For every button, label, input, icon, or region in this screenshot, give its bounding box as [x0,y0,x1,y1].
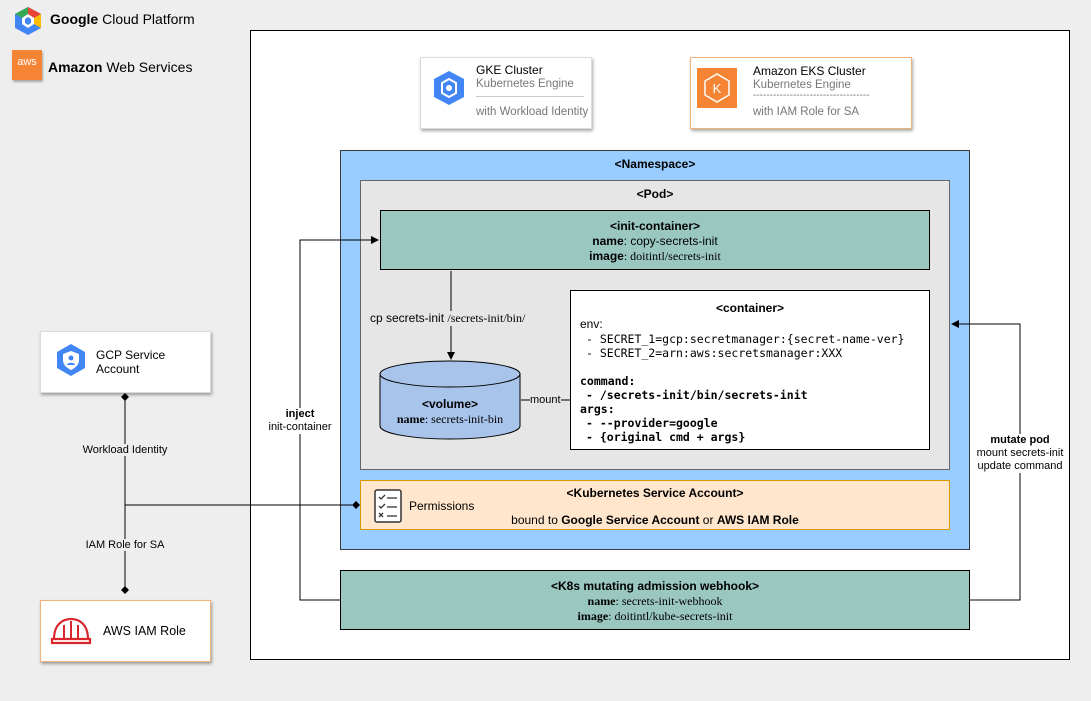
service-account-shield-icon [57,344,85,376]
volume-name-key: name [396,412,425,426]
command-line-1: - /secrets-init/bin/secrets-init [586,388,808,402]
eks-subtitle: Kubernetes Engine [753,79,851,91]
inject-edge-label: inject init-container [262,408,338,434]
mutate-edge-label: mutate pod mount secrets-init update com… [972,434,1068,473]
init-container-name-row: name: copy-secrets-init [381,234,929,249]
mount-edge-label: mount [530,394,561,406]
mutate-label-line2: mount secrets-init [976,447,1064,459]
init-container-label: <init-container> [609,219,701,233]
volume-cylinder [379,360,521,440]
command-label: command: [580,374,636,388]
mutating-webhook-box: <K8s mutating admission webhook> name: s… [340,570,970,630]
volume-label: <volume> [421,397,479,411]
kubernetes-engine-icon [434,71,464,105]
aws-legend-rest: Web Services [106,59,193,75]
aws-iam-role-card: AWS IAM Role [40,600,211,662]
args-label: args: [580,402,615,416]
iam-role-sa-label: IAM Role for SA [75,539,175,551]
gke-divider [476,96,584,97]
aws-logo-icon: aws [12,50,42,80]
copy-edge-label: cp secrets-init /secrets-init/bin/ [370,311,526,326]
env-label: env: [580,317,603,331]
aws-logo-text: aws [17,56,37,68]
init-image-key: image [589,249,624,263]
gcp-sa-line1: GCP Service [96,348,166,362]
ksa-label: <Kubernetes Service Account> [566,486,744,500]
copy-edge-path: /secrets-init/bin/ [447,311,526,325]
inject-label-bold: inject [285,408,315,420]
gke-title: GKE Cluster [476,63,543,77]
volume-text: <volume> name: secrets-init-bin [380,397,520,427]
gke-cluster-card: GKE Cluster Kubernetes Engine with Workl… [420,57,592,129]
args-line-2: - {original cmd + args} [586,430,746,444]
volume-name-value: : secrets-init-bin [424,412,504,426]
ksa-bound-row: bound to Google Service Account or AWS I… [361,513,949,527]
aws-iam-role-label: AWS IAM Role [103,624,186,638]
init-container-box: <init-container> name: copy-secrets-init… [380,210,930,270]
gcp-legend-rest: Cloud Platform [102,11,195,27]
pod-label: <Pod> [636,187,674,201]
eks-cluster-card: K Amazon EKS Cluster Kubernetes Engine -… [690,57,912,129]
gcp-sa-line2: Account [96,362,140,376]
init-name-key: name [592,234,624,248]
copy-edge-prefix: cp secrets-init [370,311,448,325]
namespace-label: <Namespace> [614,157,696,171]
workload-identity-label: Workload Identity [75,444,175,456]
ksa-or: or [699,513,717,527]
container-box: <container> env: - SECRET_1=gcp:secretma… [570,290,930,450]
eks-title: Amazon EKS Cluster [753,64,866,78]
aws-brand: Amazon [48,59,103,75]
webhook-label: <K8s mutating admission webhook> [550,579,760,593]
ksa-permissions-label: Permissions [409,499,475,513]
ksa-bound-prefix: bound to [511,513,562,527]
env-line-1: - SECRET_1=gcp:secretmanager:{secret-nam… [586,332,905,346]
eks-icon: K [697,68,737,108]
gcp-legend-label: Google Cloud Platform [50,11,195,27]
permissions-checklist-icon [374,489,402,523]
gke-subtitle: Kubernetes Engine [476,78,574,90]
init-container-image-row: image: doitintl/secrets-init [381,249,929,264]
args-line-1: - --provider=google [586,416,718,430]
eks-icon-letter: K [713,81,722,96]
init-image-value: : doitintl/secrets-init [623,249,721,263]
webhook-name-value: : secrets-init-webhook [615,594,723,608]
inject-label-rest: init-container [268,421,332,433]
mutate-label-bold: mutate pod [990,434,1050,446]
env-line-2: - SECRET_2=arn:aws:secretsmanager:XXX [586,346,843,360]
webhook-image-value: : doitintl/kube-secrets-init [608,609,733,623]
gcp-service-account-card: GCP Service Account [40,331,211,393]
ksa-aws-role: AWS IAM Role [716,513,799,527]
gke-note: with Workload Identity [476,106,589,118]
aws-legend-label: Amazon Web Services [48,59,192,75]
container-label: <container> [715,301,785,315]
iam-role-helmet-icon [50,617,92,645]
kubernetes-service-account-box: <Kubernetes Service Account> Permissions… [360,480,950,530]
init-name-value: : copy-secrets-init [623,234,718,248]
container-spec: env: - SECRET_1=gcp:secretmanager:{secre… [580,317,905,444]
webhook-image-key: image [577,609,609,623]
eks-hexagon-icon: K [704,73,730,103]
gcp-brand: Google [50,11,99,27]
webhook-name-key: name [587,594,616,608]
eks-divider: ----------------------------------- [753,90,870,101]
gcp-hexagon-logo-icon [15,7,41,35]
aws-role-diamond [121,586,129,594]
gcp-sa-diamond [121,393,129,401]
ksa-google-sa: Google Service Account [561,513,700,527]
eks-note: with IAM Role for SA [753,106,860,118]
mutate-label-line3: update command [977,460,1063,472]
